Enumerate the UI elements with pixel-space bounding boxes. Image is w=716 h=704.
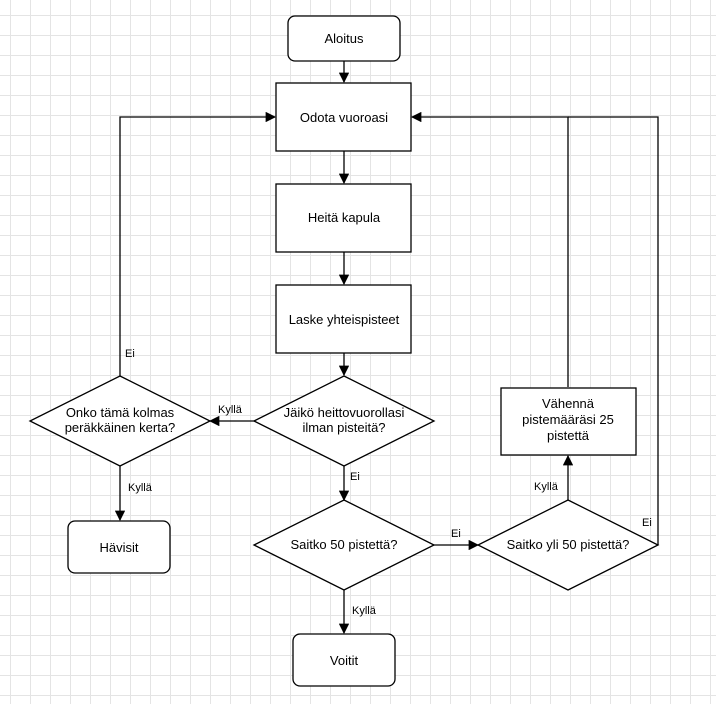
- node-start: Aloitus: [287, 15, 401, 62]
- edge-third-to-wait: [119, 111, 277, 376]
- edge-label-no-to-got50: Ei: [350, 471, 360, 483]
- edge-label-no-to-over50: Ei: [451, 528, 461, 540]
- node-no-points-decision: Jäikö heittovuorollasi ilman pisteitä?: [252, 375, 436, 467]
- node-third-time-decision: Onko tämä kolmas peräkkäinen kerta?: [28, 375, 212, 467]
- edge-label-no-from-third: Ei: [125, 348, 135, 360]
- edge-label-yes-to-lost: Kyllä: [128, 482, 153, 494]
- node-reduce-25: Vähennä pistemääräsi 25 pistettä: [500, 387, 637, 456]
- node-lost: Hävisit: [67, 520, 171, 574]
- node-throw-stick: Heitä kapula: [275, 183, 412, 253]
- edge-label-no-from-over50: Ei: [642, 517, 652, 529]
- node-reduce-25-label-line1: Vähennä: [542, 396, 595, 411]
- node-wait-turn-label: Odota vuoroasi: [300, 110, 388, 125]
- edge-reduce-to-wait: [410, 111, 569, 387]
- node-got-50-decision: Saitko 50 pistettä?: [252, 499, 436, 591]
- edge-over50-to-wait: [568, 116, 659, 545]
- node-wait-turn: Odota vuoroasi: [275, 82, 412, 152]
- node-count-points: Laske yhteispisteet: [275, 284, 412, 354]
- node-over-50-label: Saitko yli 50 pistettä?: [507, 537, 630, 552]
- node-count-points-label: Laske yhteispisteet: [289, 312, 400, 327]
- node-third-time-label-line2: peräkkäinen kerta?: [65, 420, 176, 435]
- edge-label-yes-to-won: Kyllä: [352, 605, 377, 617]
- node-won-label: Voitit: [330, 653, 359, 668]
- edge-label-yes-to-reduce: Kyllä: [534, 481, 559, 493]
- edge-label-yes-to-third: Kyllä: [218, 404, 243, 416]
- node-no-points-label-line1: Jäikö heittovuorollasi: [284, 405, 405, 420]
- node-no-points-label-line2: ilman pisteitä?: [302, 420, 385, 435]
- node-reduce-25-label-line2: pistemääräsi 25: [522, 412, 614, 427]
- node-over-50-decision: Saitko yli 50 pistettä?: [476, 499, 660, 591]
- node-start-label: Aloitus: [324, 31, 364, 46]
- node-lost-label: Hävisit: [99, 540, 138, 555]
- node-got-50-label: Saitko 50 pistettä?: [291, 537, 398, 552]
- node-throw-stick-label: Heitä kapula: [308, 210, 381, 225]
- node-won: Voitit: [292, 633, 396, 687]
- node-third-time-label-line1: Onko tämä kolmas: [66, 405, 175, 420]
- node-reduce-25-label-line3: pistettä: [547, 428, 590, 443]
